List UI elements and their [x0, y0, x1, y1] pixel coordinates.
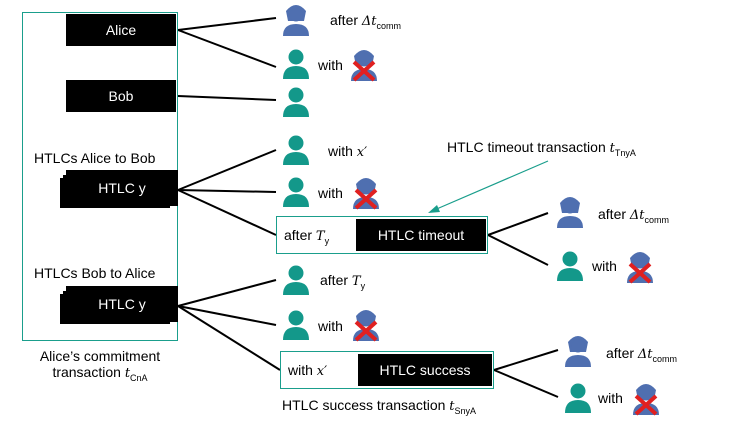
output-success-after: after Δtcomm [606, 345, 677, 367]
output-htlc2-with: with [318, 318, 343, 334]
timeout-tx-text: HTLC timeout transaction [447, 139, 606, 155]
edge-htlc2-with [177, 305, 277, 326]
success-after-person-icon [565, 336, 591, 367]
success-revoked-icon [633, 384, 659, 416]
alice-box: Alice [66, 14, 176, 46]
edge-alice-with [177, 29, 277, 68]
timeout-arrow-head [428, 205, 440, 213]
delta-t: Δt [361, 14, 377, 29]
htlc1-with-person-icon [283, 177, 309, 207]
htlc-y-box-2: HTLC y [66, 286, 178, 322]
htlc-timeout-box: HTLC timeout [356, 219, 486, 251]
timeout-T: T [315, 229, 325, 244]
after-text: after [320, 272, 349, 288]
commitment-line2: transaction [52, 364, 121, 380]
output-htlc2-after: after Ty [320, 272, 365, 294]
edge-success-after [493, 349, 559, 371]
comm-sub: comm [644, 214, 670, 225]
group-alice-to-bob: HTLCs Alice to Bob [34, 150, 156, 166]
timeout-with-person-icon [557, 251, 583, 281]
timeout-tx-var: t [609, 141, 615, 156]
commitment-sub: CnA [130, 372, 148, 383]
edge-htlc1-x [177, 149, 277, 191]
success-tx-var: t [449, 399, 455, 414]
timeout-frame [276, 216, 488, 254]
revoked-alice-icon [351, 50, 377, 82]
success-with-person-icon [565, 383, 591, 413]
htlc2-with-person-icon [283, 310, 309, 340]
htlc1-x-person-icon [283, 135, 309, 165]
htlc-success-box: HTLC success [358, 354, 492, 386]
success-frame [280, 351, 494, 389]
bob-person-icon [283, 49, 309, 79]
after-text: after [606, 345, 635, 361]
edge-timeout-after [487, 212, 549, 236]
group-bob-to-alice: HTLCs Bob to Alice [34, 265, 156, 281]
timeout-tx-caption: HTLC timeout transaction tTnyA [447, 139, 636, 161]
htlc2-after-person-icon [283, 265, 309, 295]
edge-bob [177, 95, 277, 101]
delta-t: Δt [637, 347, 653, 362]
edge-success-with [493, 369, 559, 398]
htlc-y-box-1: HTLC y [66, 170, 178, 206]
edge-timeout-with [487, 234, 549, 266]
commitment-caption: Alice’s commitment transaction tCnA [22, 348, 178, 386]
timeout-arrow-line [431, 160, 549, 212]
comm-sub: comm [376, 20, 402, 31]
htlc2-revoked-icon [353, 310, 379, 342]
output-alice-with: with [318, 57, 343, 73]
timeout-T-sub: y [324, 235, 330, 246]
output-success-with: with [598, 390, 623, 406]
edge-htlc2-success [177, 305, 281, 371]
output-timeout-after: after Δtcomm [598, 206, 669, 228]
timeout-after-person-icon [557, 197, 583, 228]
success-x: x′ [316, 364, 328, 379]
success-frame-label: with x′ [288, 362, 327, 380]
commitment-var: t [124, 366, 131, 381]
output-htlc1-x: with x′ [328, 143, 367, 161]
delta-t: Δt [629, 208, 645, 223]
success-with-text: with [288, 362, 313, 378]
success-tx-caption: HTLC success transaction tSnyA [282, 397, 476, 419]
y-sub: y [360, 280, 366, 291]
bob-box: Bob [66, 80, 176, 112]
bob-output-person-icon [283, 87, 309, 117]
after-text: after [598, 206, 627, 222]
edge-alice-after [177, 17, 277, 31]
timeout-revoked-icon [627, 252, 653, 284]
edge-htlc2-after [177, 279, 277, 307]
edge-htlc1-timeout [177, 189, 277, 236]
after-text: after [330, 12, 359, 28]
timeout-frame-label: after Ty [284, 227, 329, 249]
success-tx-sub: SnyA [454, 405, 477, 416]
output-alice-after: after Δtcomm [330, 12, 401, 34]
htlc1-revoked-icon [353, 178, 379, 210]
timeout-tx-sub: TnyA [614, 147, 636, 158]
output-timeout-with: with [592, 258, 617, 274]
with-text: with [328, 143, 353, 159]
T-var: T [351, 274, 361, 289]
comm-sub: comm [652, 353, 678, 364]
edge-htlc1-with [177, 189, 277, 193]
timeout-after-text: after [284, 227, 313, 243]
output-htlc1-with: with [318, 185, 343, 201]
success-tx-text: HTLC success transaction [282, 397, 446, 413]
alice-person-icon [283, 5, 309, 36]
commitment-line1: Alice’s commitment [39, 348, 161, 364]
x-prime: x′ [356, 145, 368, 160]
